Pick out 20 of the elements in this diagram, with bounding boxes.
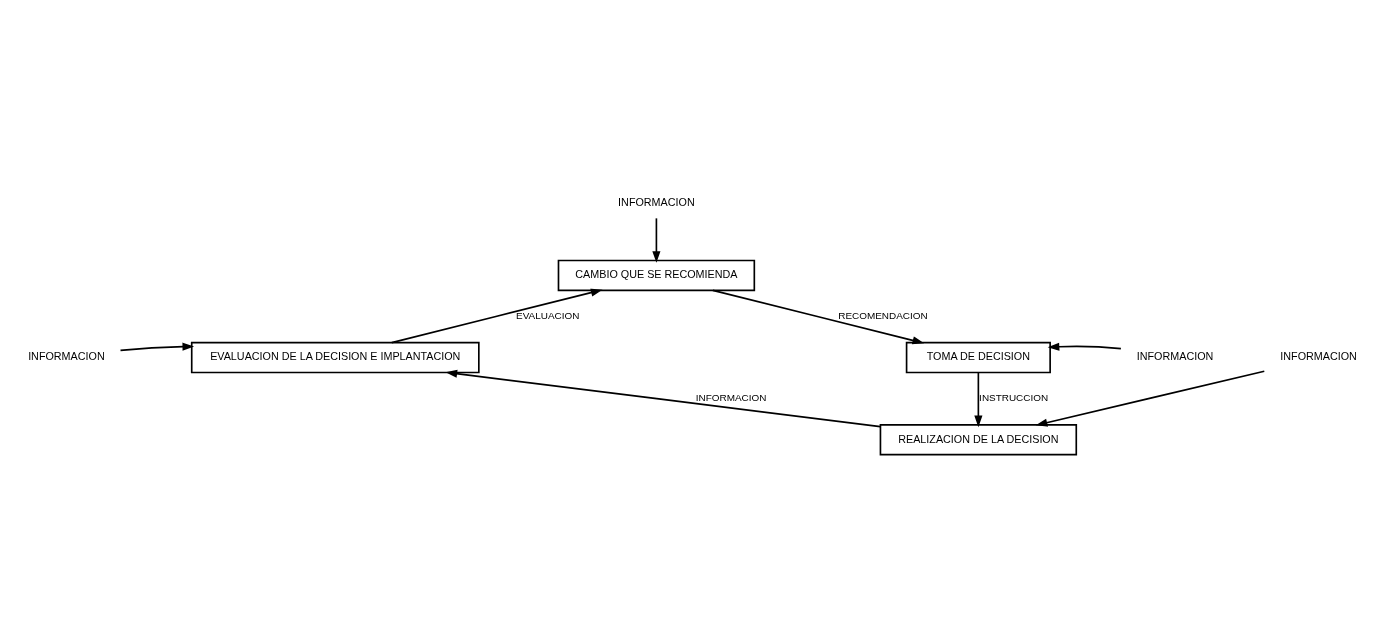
- node-text: INFORMACION: [1136, 350, 1214, 363]
- node-box: CAMBIO QUE SE RECOMIENDA: [557, 259, 756, 292]
- arrow: [712, 289, 925, 345]
- node-text: INFORMACION: [618, 196, 695, 209]
- arrow: [119, 342, 195, 352]
- node-box: TOMA DE DECISION: [905, 341, 1051, 374]
- node-text: INFORMACION: [1280, 350, 1357, 363]
- edge-label: RECOMENDACION: [838, 310, 928, 322]
- arrow: [1035, 370, 1266, 427]
- edge-label: INFORMACION: [695, 392, 767, 404]
- arrow: [974, 372, 983, 428]
- node-box: REALIZACION DE LA DECISION: [879, 424, 1078, 456]
- arrow: [652, 217, 661, 263]
- arrow: [1047, 342, 1122, 351]
- edge-label: INSTRUCCION: [979, 392, 1049, 404]
- edge-label: EVALUACION: [516, 310, 580, 322]
- node-box: EVALUACION DE LA DECISION E IMPLANTACION: [190, 341, 480, 374]
- node-text: INFORMACION: [28, 350, 105, 363]
- arrow: [390, 288, 603, 344]
- arrow: [445, 369, 882, 428]
